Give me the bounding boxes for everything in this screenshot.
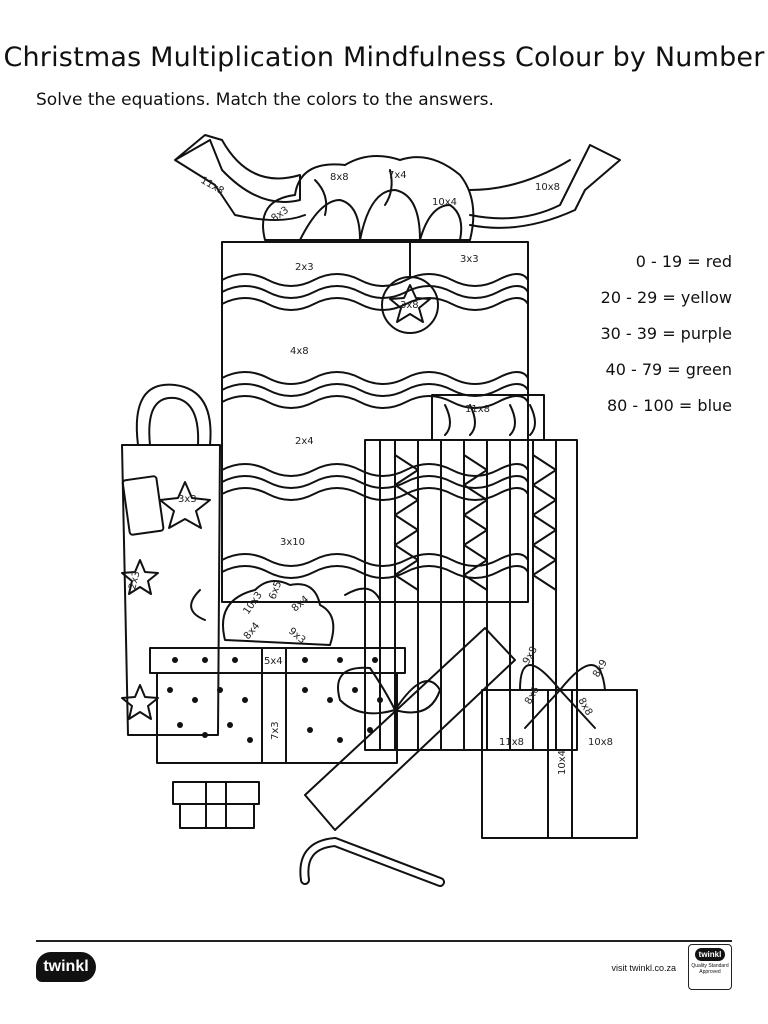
eq-dotted-ribbon: 7x3: [270, 721, 281, 740]
striped-present: [364, 439, 578, 751]
eq-right-bow-d: 8x8: [575, 696, 594, 718]
quality-badge: twinkl Quality Standard Approved: [688, 944, 732, 990]
small-top-box: [431, 394, 545, 441]
badge-line-1: Quality Standard: [691, 963, 729, 969]
dotted-present: [149, 647, 406, 764]
colour-key: 0 - 19 = red 20 - 29 = yellow 30 - 39 = …: [600, 250, 732, 430]
center-bow: [190, 580, 381, 646]
eq-ribbon-left: 11x8: [199, 175, 226, 197]
eq-tall-band4: 3x10: [280, 537, 305, 548]
key-item-purple: 30 - 39 = purple: [600, 324, 732, 343]
page-title: Christmas Multiplication Mindfulness Col…: [3, 42, 765, 73]
eq-tall-band1b: 3x3: [460, 254, 479, 265]
eq-dotted-lid: 5x4: [264, 656, 283, 667]
eq-tall-band3: 2x4: [295, 436, 314, 447]
eq-center-bow-b: 6x5: [267, 580, 284, 601]
key-item-green: 40 - 79 = green: [605, 360, 732, 379]
candy-cane: [299, 837, 445, 887]
eq-bow-d: 8x3: [269, 205, 291, 225]
eq-bow-c: 10x4: [432, 197, 457, 208]
eq-right-box-ribbon: 10x4: [557, 750, 568, 775]
right-box: [481, 664, 638, 839]
eq-right-bow-c: 8x6: [523, 685, 542, 707]
instructions: Solve the equations. Match the colors to…: [36, 90, 494, 110]
top-ribbon: [174, 134, 621, 229]
key-item-yellow: 20 - 29 = yellow: [600, 288, 732, 307]
eq-center-bow-d: 8x4: [242, 621, 262, 642]
eq-center-bow-c: 8x4: [290, 594, 311, 614]
eq-tag-star: 3x8: [400, 300, 419, 311]
eq-bag-star: 3x3: [178, 494, 197, 505]
key-item-red: 0 - 19 = red: [635, 252, 732, 271]
eq-right-box-left: 11x8: [499, 737, 524, 748]
tall-present: [221, 241, 529, 603]
key-item-blue: 80 - 100 = blue: [606, 396, 732, 415]
top-bow: [262, 155, 475, 241]
badge-logo: twinkl: [695, 948, 725, 961]
eq-bag-star2: 2x3: [127, 570, 142, 591]
eq-right-bow-a: 9x8: [521, 645, 540, 667]
eq-bow-b: 7x4: [388, 170, 407, 181]
shopping-bag: [121, 383, 221, 736]
eq-tall-band1: 2x3: [295, 262, 314, 273]
eq-right-box-right: 10x8: [588, 737, 613, 748]
visit-link[interactable]: visit twinkl.co.za: [611, 963, 676, 973]
badge-line-2: Approved: [699, 969, 721, 975]
small-box: [172, 781, 260, 829]
eq-ribbon-right: 10x8: [535, 182, 560, 193]
christmas-cracker: [304, 627, 516, 831]
footer-divider: [36, 940, 732, 942]
eq-small-top-box: 11x8: [465, 404, 490, 415]
eq-tall-band2: 4x8: [290, 346, 309, 357]
eq-bow-a: 8x8: [330, 172, 349, 183]
eq-right-bow-b: 8x9: [591, 658, 610, 680]
twinkl-logo: twinkl: [36, 952, 96, 982]
